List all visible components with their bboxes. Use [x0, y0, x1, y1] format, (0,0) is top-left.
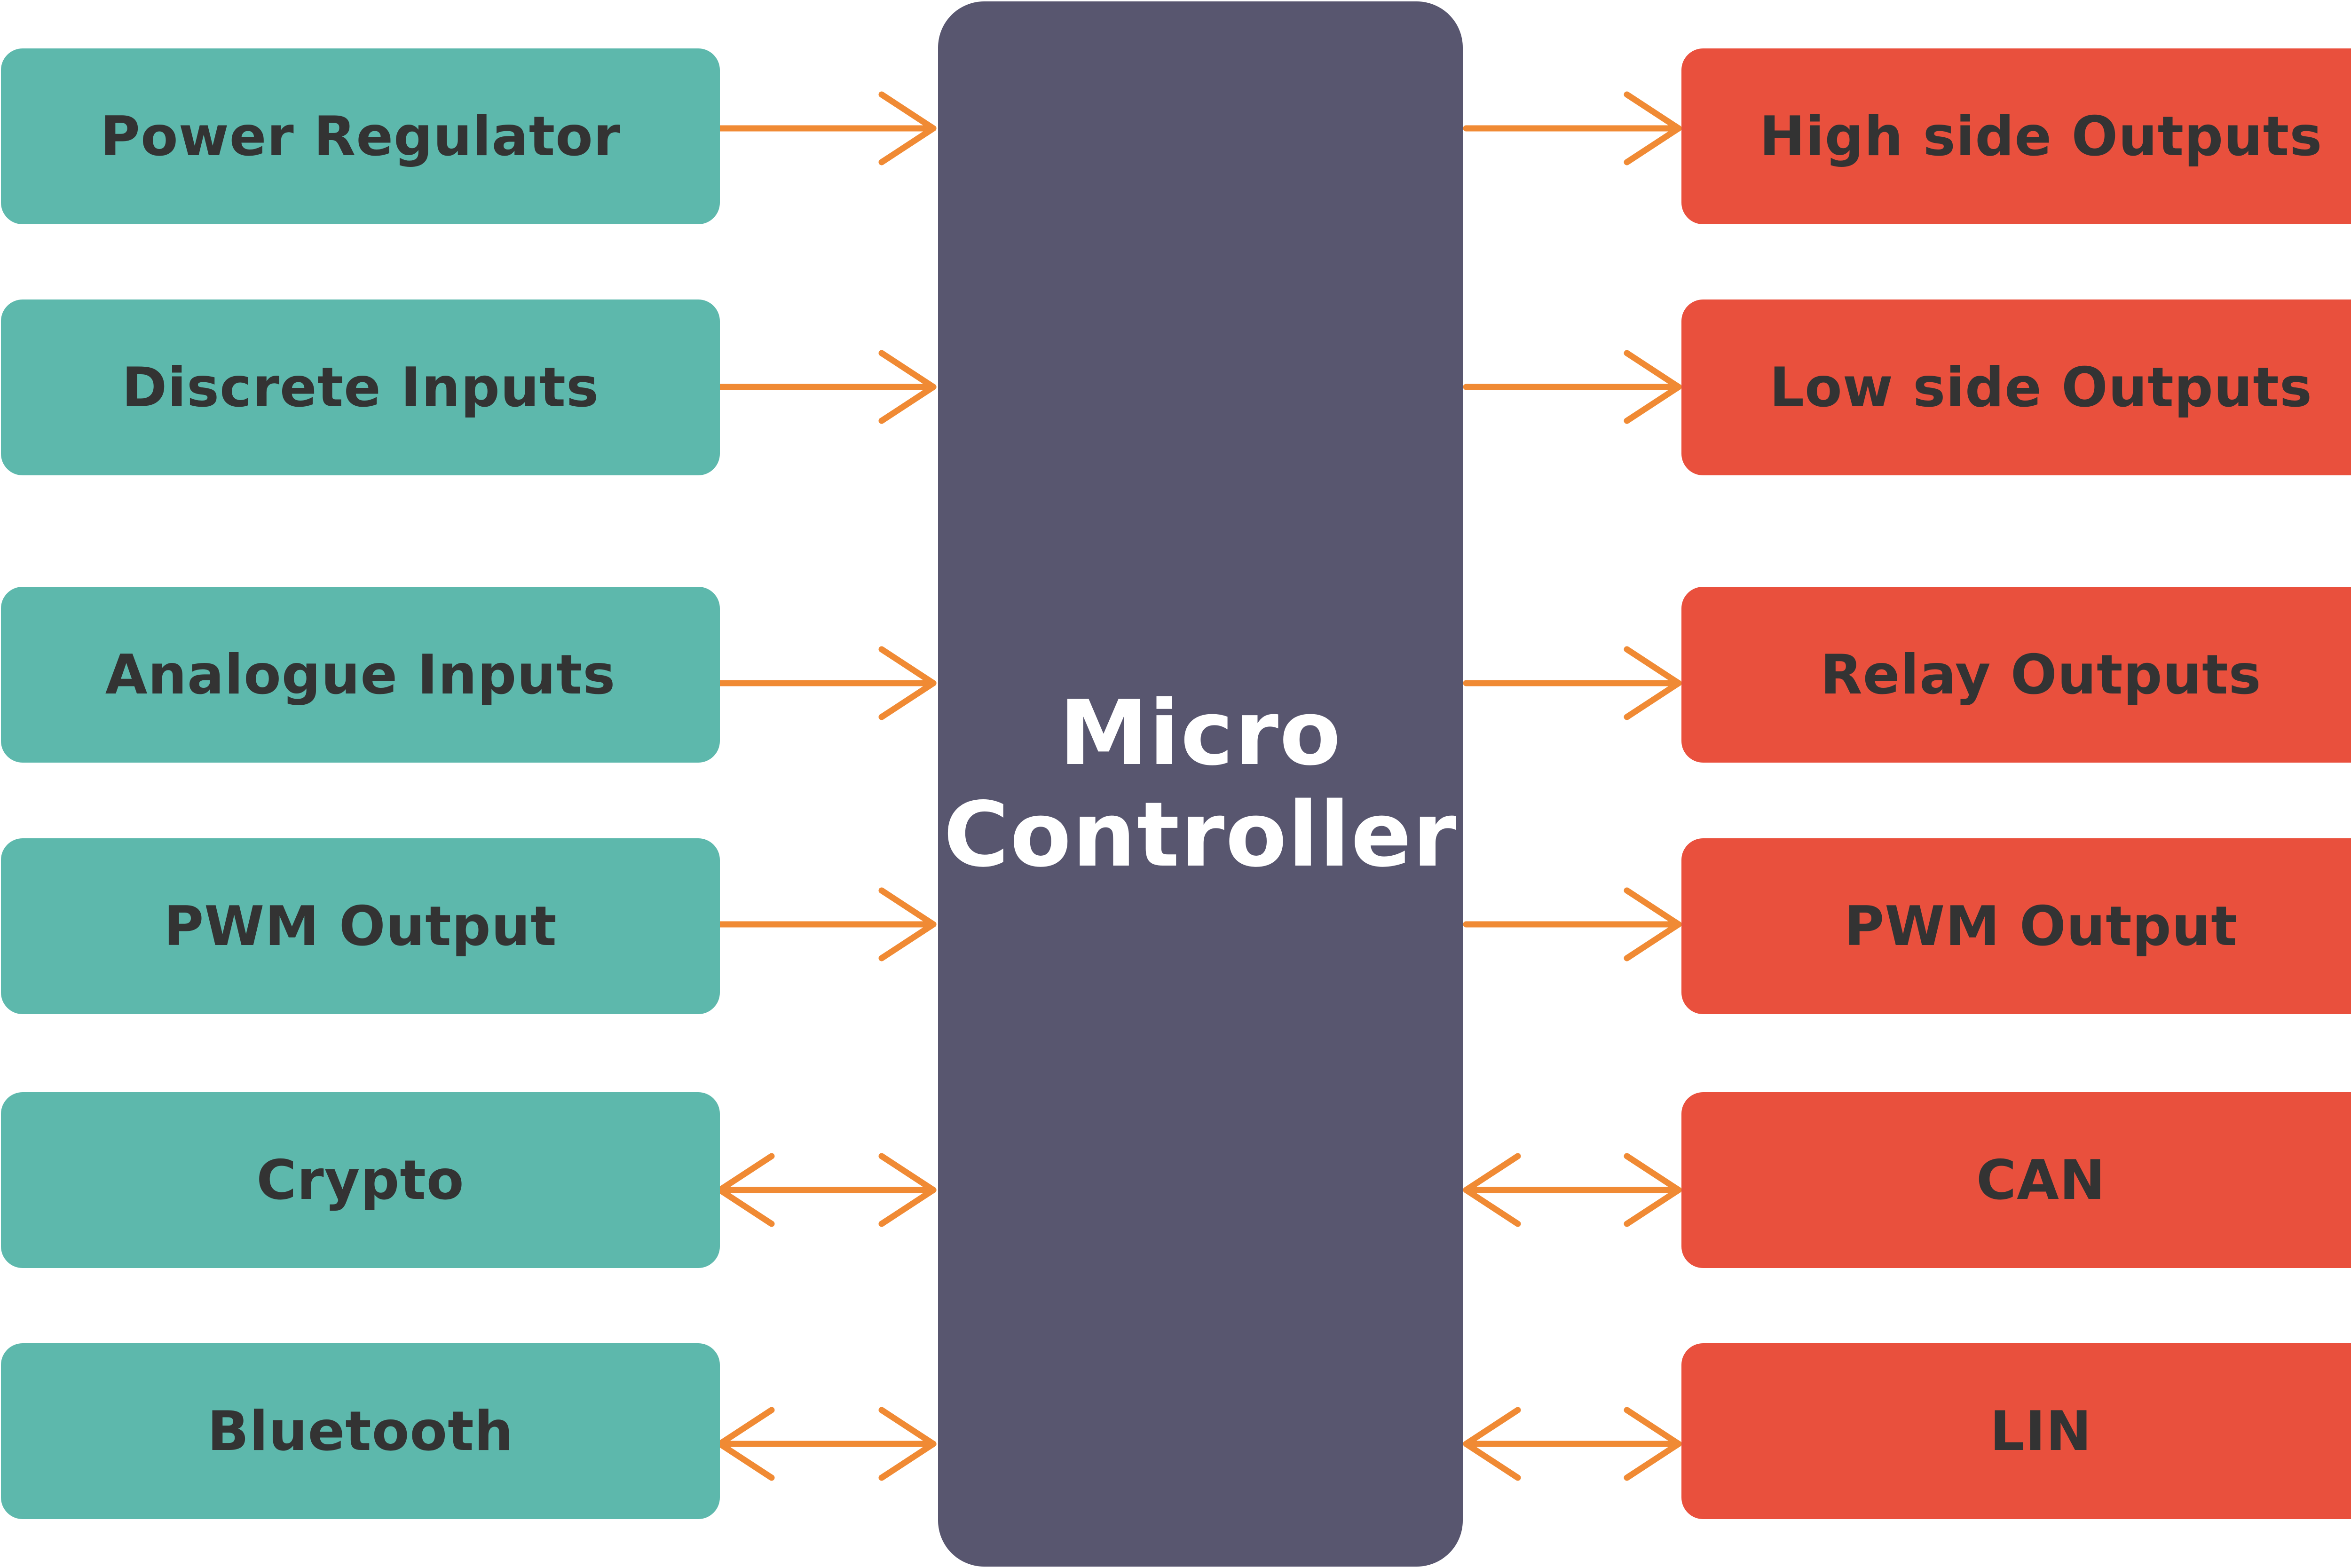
connector-left-4-arrowhead-start — [717, 1153, 775, 1227]
connector-left-5-arrowhead-start — [717, 1407, 775, 1481]
block-can: CAN — [1681, 1092, 2351, 1268]
block-label: CAN — [1976, 1148, 2106, 1212]
block-discrete-inputs: Discrete Inputs — [1, 299, 720, 475]
connector-right-0-arrowhead-end — [1624, 91, 1682, 165]
connector-left-3-arrowhead-end — [878, 887, 937, 961]
connector-right-5-arrowhead-end — [1624, 1407, 1682, 1481]
connector-left-5-arrowhead-end — [878, 1407, 937, 1481]
block-label: LIN — [1989, 1399, 2092, 1463]
block-label: PWM Output — [1844, 894, 2238, 958]
connector-right-5-arrowhead-start — [1463, 1407, 1521, 1481]
block-low-side-outputs: Low side Outputs — [1681, 299, 2351, 475]
block-crypto: Crypto — [1, 1092, 720, 1268]
connector-right-4-arrowhead-start — [1463, 1153, 1521, 1227]
connector-left-2-arrowhead-end — [878, 646, 937, 720]
connector-left-1-arrowhead-end — [878, 350, 937, 424]
block-lin: LIN — [1681, 1343, 2351, 1519]
block-pwm-output-left: PWM Output — [1, 838, 720, 1014]
block-label: Low side Outputs — [1769, 355, 2312, 419]
connector-right-4-arrowhead-end — [1624, 1153, 1682, 1227]
block-label: Analogue Inputs — [105, 643, 616, 707]
controller-label-line1: Micro — [1059, 681, 1342, 785]
block-relay-outputs: Relay Outputs — [1681, 587, 2351, 763]
connector-right-3-arrowhead-end — [1624, 887, 1682, 961]
block-high-side-outputs: High side Outputs — [1681, 48, 2351, 224]
block-label: High side Outputs — [1759, 104, 2323, 168]
block-bluetooth: Bluetooth — [1, 1343, 720, 1519]
block-label: Power Regulator — [100, 104, 621, 168]
connector-right-1-arrowhead-end — [1624, 350, 1682, 424]
block-analogue-inputs: Analogue Inputs — [1, 587, 720, 763]
connector-left-4-arrowhead-end — [878, 1153, 937, 1227]
block-label: Discrete Inputs — [121, 355, 600, 419]
block-power-regulator: Power Regulator — [1, 48, 720, 224]
block-label: Crypto — [256, 1148, 465, 1212]
block-label: PWM Output — [164, 894, 557, 958]
block-pwm-output-right: PWM Output — [1681, 838, 2351, 1014]
controller-label-line2: Controller — [943, 782, 1458, 887]
block-label: Relay Outputs — [1820, 643, 2262, 707]
connector-left-0-arrowhead-end — [878, 91, 937, 165]
block-label: Bluetooth — [207, 1399, 514, 1463]
micro-controller-block: Micro Controller — [938, 1, 1463, 1567]
connector-right-2-arrowhead-end — [1624, 646, 1682, 720]
